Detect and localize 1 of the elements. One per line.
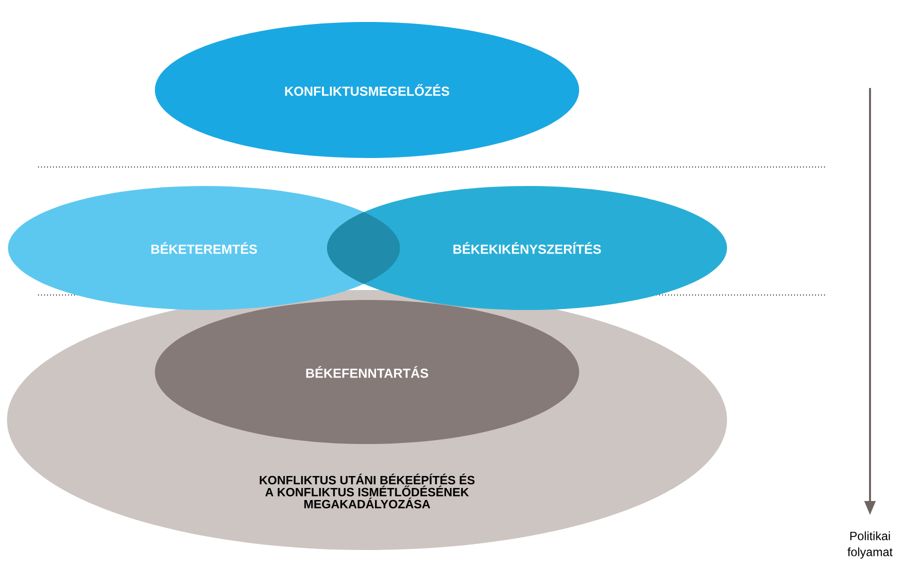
axis-label: Politikai folyamat bbox=[848, 531, 893, 559]
